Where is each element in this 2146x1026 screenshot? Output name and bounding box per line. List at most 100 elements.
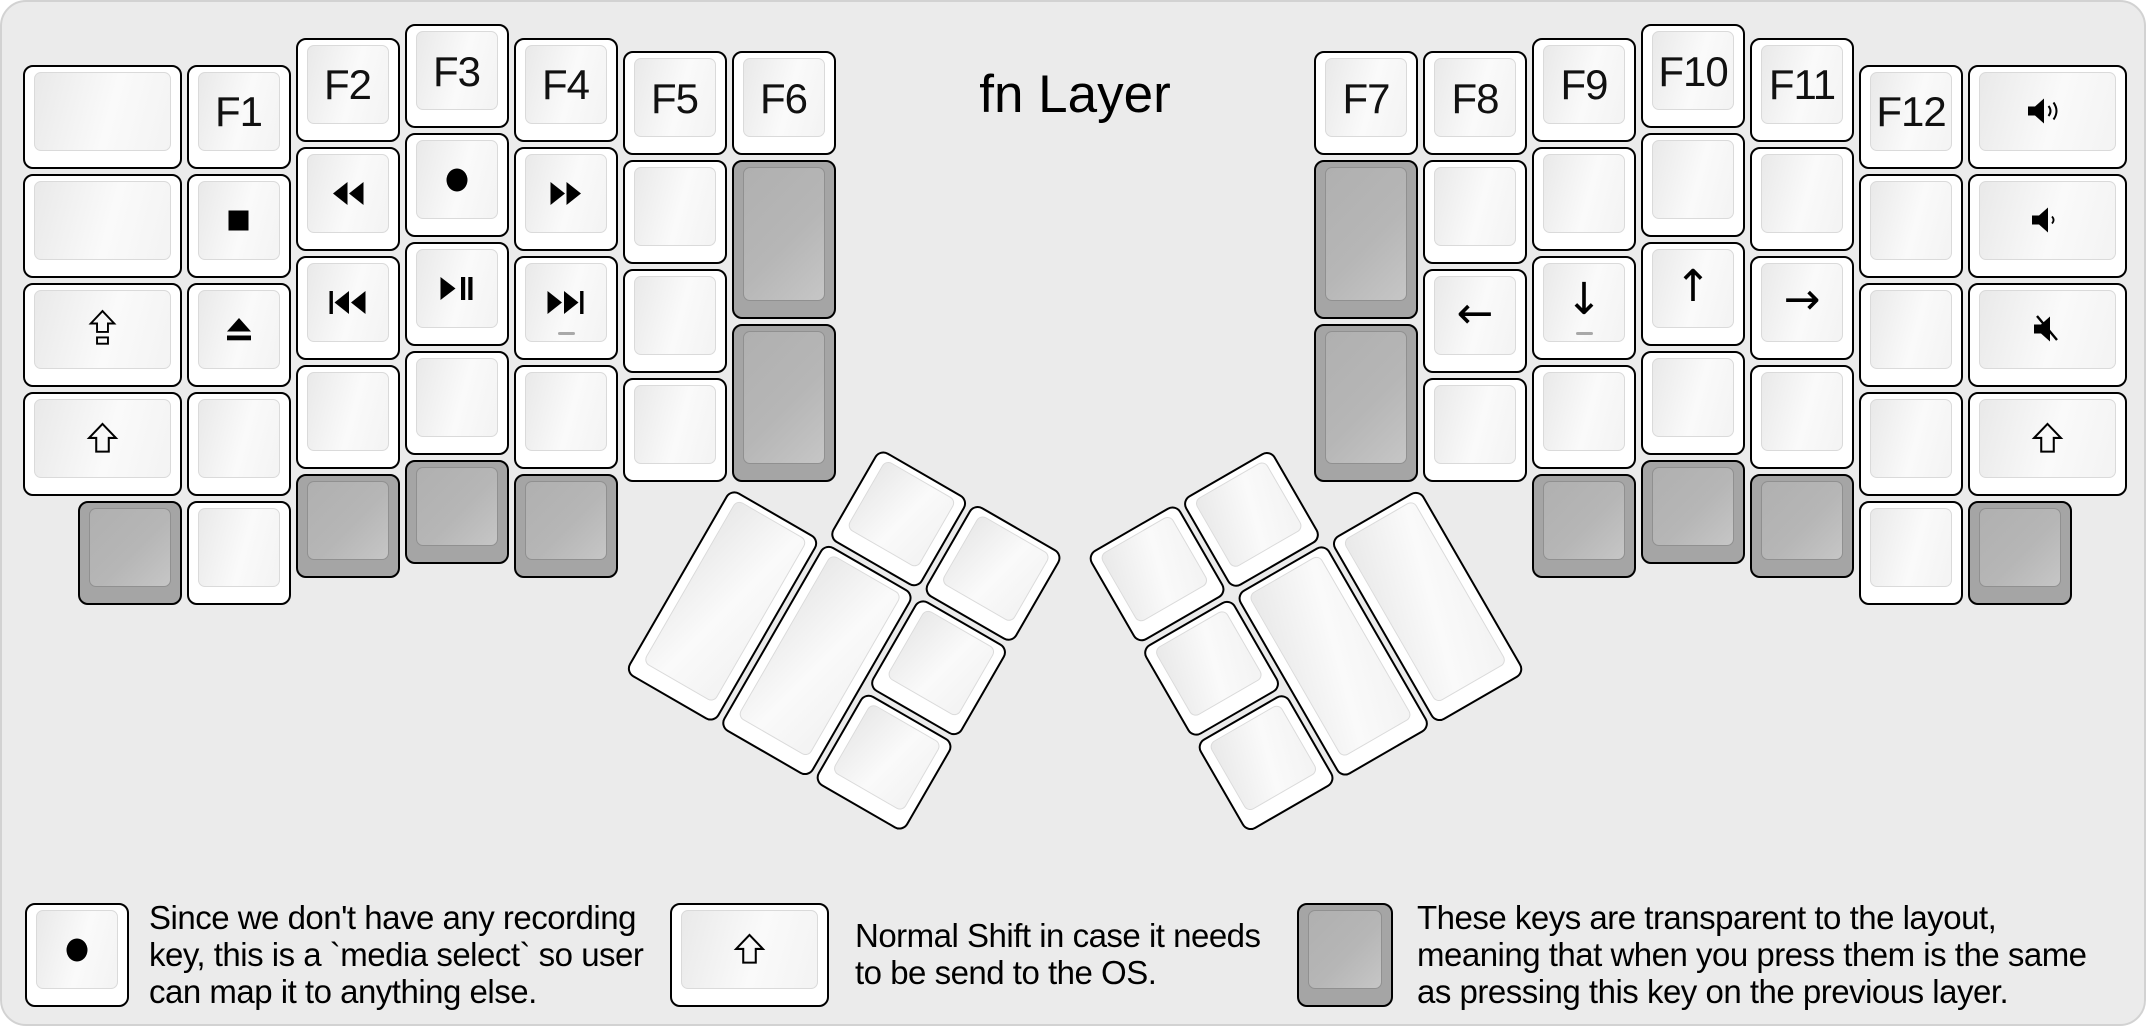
prev-track-icon (329, 290, 366, 314)
key-volume-down (1968, 173, 2127, 278)
key-transparent (1968, 500, 2072, 605)
key-arrow-right: → (1750, 255, 1854, 360)
legend-key-transparent (1297, 903, 1394, 1007)
key-transparent (77, 500, 182, 605)
key-media-select (404, 133, 509, 237)
play-pause-icon (440, 277, 473, 300)
key-f4: F4 (513, 37, 618, 142)
key-shift (23, 391, 182, 496)
key-transparent (731, 160, 836, 319)
record-icon (65, 937, 89, 963)
key-f2: F2 (295, 37, 400, 142)
key-blank (1750, 146, 1854, 251)
key-f8: F8 (1423, 51, 1527, 156)
eject-icon (226, 317, 252, 341)
caps-lock-icon (86, 309, 119, 350)
key-play-pause (404, 242, 509, 346)
key-f3: F3 (404, 24, 509, 128)
key-arrow-down: ↓ (1532, 255, 1636, 360)
key-blank (295, 364, 400, 469)
key-volume-up (1968, 64, 2127, 169)
key-eject (186, 282, 291, 387)
key-blank (1532, 146, 1636, 251)
rewind-icon (332, 181, 364, 205)
key-arrow-left: ← (1423, 269, 1527, 374)
legend-item-media-select: Since we don't have any recording key, t… (23, 898, 644, 1010)
key-blank (513, 364, 618, 469)
key-shift (1968, 391, 2127, 496)
homing-bar (1576, 331, 1593, 335)
key-blank (1641, 133, 1745, 237)
key-blank (23, 64, 182, 169)
key-transparent (1314, 323, 1418, 483)
record-icon (445, 167, 469, 193)
key-transparent (404, 460, 509, 564)
key-rewind (295, 146, 400, 251)
key-blank (622, 160, 727, 265)
key-stop (186, 173, 291, 278)
key-blank (186, 500, 291, 605)
key-blank (1859, 500, 1963, 605)
key-blank (1859, 173, 1963, 278)
shift-icon (732, 932, 767, 967)
key-blank (1859, 282, 1963, 387)
key-label: F3 (432, 47, 481, 95)
key-blank (186, 391, 291, 496)
key-f1: F1 (186, 64, 291, 169)
shift-icon (2030, 421, 2065, 456)
key-transparent (1750, 473, 1854, 578)
shift-icon (85, 421, 120, 456)
key-blank (1423, 378, 1527, 483)
mute-icon (2029, 314, 2065, 344)
key-label: F4 (541, 61, 590, 109)
arrow-up-icon: ↑ (1674, 260, 1712, 312)
key-f6: F6 (731, 51, 836, 156)
key-blank (404, 351, 509, 455)
key-f7: F7 (1314, 51, 1418, 156)
key-transparent (295, 473, 400, 578)
key-f11: F11 (1750, 37, 1854, 142)
legend-item-transparent: These keys are transparent to the layout… (1295, 898, 2087, 1010)
key-label: F12 (1876, 88, 1946, 136)
arrow-right-icon: → (1783, 274, 1821, 326)
arrow-left-icon: ← (1456, 287, 1494, 339)
legend-text: These keys are transparent to the layout… (1417, 898, 2087, 1010)
key-next-track (513, 255, 618, 360)
key-f5: F5 (622, 51, 727, 156)
key-transparent (731, 323, 836, 483)
key-blank (1423, 160, 1527, 265)
key-transparent (1314, 160, 1418, 319)
legend-text: Since we don't have any recording key, t… (149, 898, 644, 1010)
key-blank (1750, 364, 1854, 469)
key-blank (1859, 391, 1963, 496)
key-label: F11 (1768, 61, 1836, 109)
key-caps-lock (23, 282, 182, 387)
legend-item-shift: Normal Shift in case it needs to be send… (668, 901, 1261, 1007)
stop-icon (228, 210, 249, 231)
arrow-down-icon: ↓ (1565, 274, 1603, 326)
key-blank (23, 173, 182, 278)
key-blank (622, 269, 727, 374)
key-blank (622, 378, 727, 483)
key-label: F2 (323, 61, 372, 109)
key-prev-track (295, 255, 400, 360)
homing-bar (557, 331, 575, 335)
legend-key-media-select (25, 903, 129, 1007)
key-f12: F12 (1859, 64, 1963, 169)
volume-up-icon (2026, 96, 2068, 126)
key-blank (1532, 364, 1636, 469)
key-f10: F10 (1641, 24, 1745, 128)
key-transparent (513, 473, 618, 578)
key-label: F7 (1342, 74, 1390, 122)
layer-title: fn Layer (979, 65, 1171, 124)
key-label: F8 (1451, 74, 1499, 122)
legend-key-shift (670, 903, 829, 1007)
key-arrow-up: ↑ (1641, 242, 1745, 346)
key-label: F10 (1658, 47, 1728, 95)
key-blank (1641, 351, 1745, 455)
next-track-icon (547, 290, 584, 314)
key-transparent (1532, 473, 1636, 578)
key-label: F1 (214, 88, 263, 136)
key-label: F9 (1560, 61, 1608, 109)
